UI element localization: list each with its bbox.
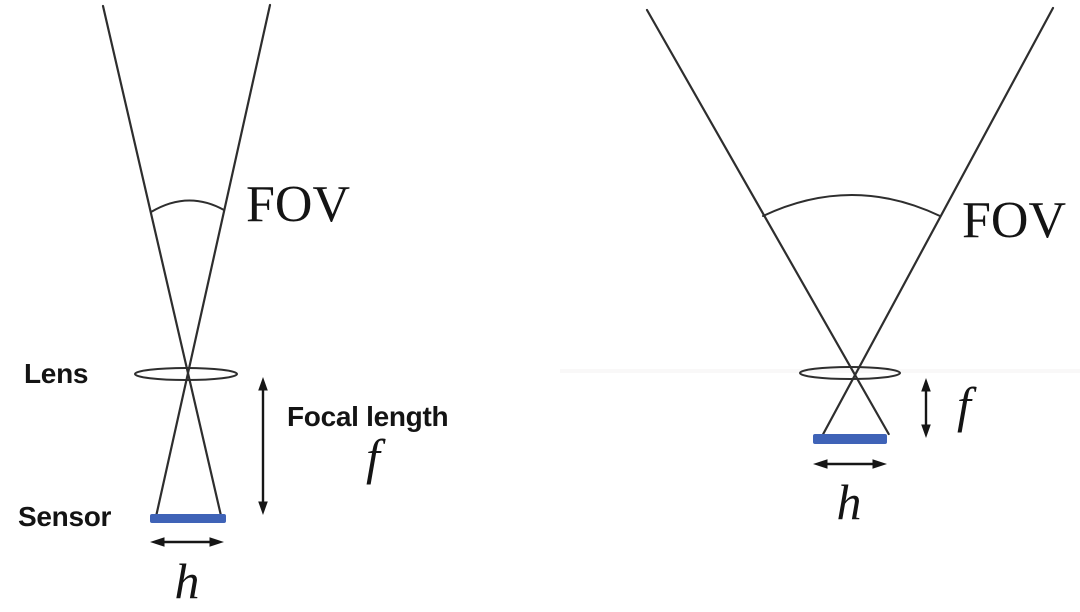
fov-label: FOV [246,176,351,233]
lens-ellipse [799,366,901,380]
sensor-bar [813,434,887,444]
light-ray-left [101,4,222,516]
focal-length-symbol: f [366,429,380,485]
focal-length-arrow [258,377,268,515]
lens-label: Lens [24,358,89,389]
right-diagram [645,6,1055,436]
light-ray-left [645,8,890,436]
sensor-width-arrow [813,459,887,469]
focal-length-arrow [921,378,931,438]
fov-label: FOV [962,192,1067,249]
sensor-width-symbol: h [836,474,862,530]
sensor-bar [150,514,226,523]
light-ray-right [822,6,1055,436]
fov-arc [762,194,941,217]
light-ray-right [155,3,272,516]
lens-ellipse [134,367,238,381]
sensor-width-arrow [150,537,224,547]
focal-length-label: Focal length [287,401,449,432]
focal-length-symbol: f [957,377,971,433]
sensor-label: Sensor [18,501,112,532]
sensor-width-symbol: h [174,553,200,609]
fov-arc [150,199,225,213]
left-diagram [101,3,272,516]
